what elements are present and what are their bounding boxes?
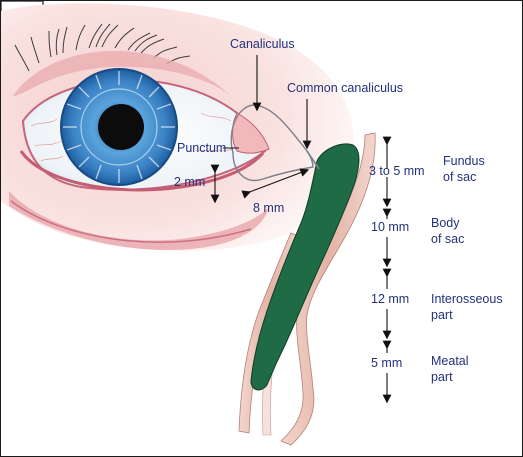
canaliculus-length-arrow — [241, 168, 310, 199]
scleral-vessels — [30, 112, 234, 162]
lacrimal-sac — [250, 143, 360, 391]
fundus-measure: 3 to 5 mm — [369, 164, 425, 178]
canaliculus-length-label: 8 mm — [253, 201, 284, 215]
body-name-line1: Body — [431, 216, 460, 230]
interosseous-name-line2: part — [431, 308, 453, 322]
canaliculus-label: Canaliculus — [230, 37, 295, 51]
interosseous-name-line1: Interosseous — [431, 292, 503, 306]
fundus-name-line1: Fundus — [443, 154, 485, 168]
fundus-of-sac: 3 to 5 mm Fundus of sac — [369, 154, 485, 184]
body-name-line2: of sac — [431, 232, 464, 246]
meatal-part: 5 mm Meatal part — [371, 354, 469, 384]
pupil — [98, 104, 144, 150]
meatal-name-line1: Meatal — [431, 354, 469, 368]
common-canaliculus — [306, 150, 320, 170]
eyelashes — [14, 23, 191, 72]
body-of-sac: 10 mm Body of sac — [371, 216, 464, 246]
meatal-measure: 5 mm — [371, 356, 402, 370]
medial-canthus — [232, 112, 270, 154]
cheek-fold — [10, 200, 252, 243]
punctum-label: Punctum — [177, 141, 226, 155]
upper-eyelid — [13, 50, 231, 96]
punctum-height-label: 2 mm — [174, 175, 205, 189]
common-canaliculus-label: Common canaliculus — [287, 81, 403, 95]
fundus-name-line2: of sac — [443, 170, 476, 184]
interosseous-measure: 12 mm — [371, 292, 409, 306]
lower-eyelid — [9, 191, 269, 250]
meatal-name-line2: part — [431, 370, 453, 384]
interosseous-part: 12 mm Interosseous part — [371, 292, 503, 322]
body-measure: 10 mm — [371, 220, 409, 234]
iris-pattern — [63, 71, 175, 183]
iris-collarette — [80, 88, 158, 166]
